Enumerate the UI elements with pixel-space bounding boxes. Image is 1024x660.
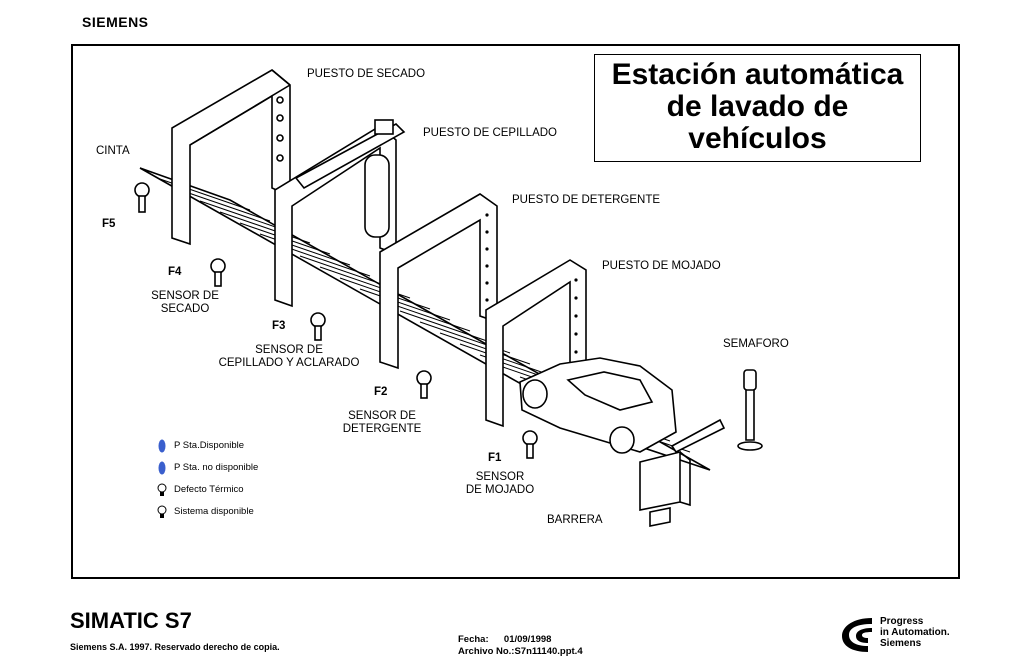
siemens-brand: SIEMENS <box>82 14 149 30</box>
title-line-2: de lavado de <box>666 90 849 123</box>
label-sensor-secado: SENSOR DE SECADO <box>140 290 230 316</box>
fecha-label: Fecha: <box>458 634 489 645</box>
label-sensor-secado-line-1: SENSOR DE <box>151 290 219 302</box>
label-sensor-detergente: SENSOR DE DETERGENTE <box>332 410 432 436</box>
blue-lamp-icon <box>158 461 166 475</box>
label-semaforo: SEMAFORO <box>723 338 789 350</box>
label-puesto-secado: PUESTO DE SECADO <box>307 68 426 80</box>
label-f5: F5 <box>102 218 116 230</box>
label-f3: F3 <box>272 320 286 332</box>
label-puesto-detergente: PUESTO DE DETERGENTE <box>512 194 661 206</box>
label-sensor-detergente-line-1: SENSOR DE <box>348 410 416 422</box>
blue-lamp-icon <box>158 439 166 453</box>
document-meta: Fecha: 01/09/1998 Archivo No.:S7n11140.p… <box>458 634 583 658</box>
slogan: Progress in Automation. Siemens <box>880 616 950 649</box>
copyright-text: Siemens S.A. 1997. Reservado derecho de … <box>70 642 280 652</box>
label-puesto-cepillado: PUESTO DE CEPILLADO <box>423 127 557 139</box>
legend-label: Defecto Térmico <box>174 484 244 495</box>
label-barrera: BARRERA <box>547 514 603 526</box>
label-sensor-detergente-line-2: DETERGENTE <box>342 423 422 435</box>
title-line-3: vehículos <box>688 122 827 155</box>
title-line-1: Estación automática <box>611 58 904 91</box>
label-sensor-cepillado-line-1: SENSOR DE <box>255 344 323 356</box>
label-f1: F1 <box>488 452 502 464</box>
label-f4: F4 <box>168 266 182 278</box>
legend-label: P Sta. no disponible <box>174 462 259 473</box>
fecha-row: Fecha: 01/09/1998 <box>458 634 583 646</box>
label-sensor-mojado-line-2: DE MOJADO <box>465 484 535 496</box>
label-puesto-mojado: PUESTO DE MOJADO <box>602 260 721 272</box>
siemens-swoosh-logo <box>842 618 872 652</box>
label-f2: F2 <box>374 386 388 398</box>
label-sensor-secado-line-2: SECADO <box>160 303 210 315</box>
label-sensor-mojado-line-1: SENSOR <box>475 471 525 483</box>
label-sensor-cepillado: SENSOR DE CEPILLADO Y ACLARADO <box>214 344 364 370</box>
diagram-title: Estación automática de lavado de vehícul… <box>594 54 921 162</box>
slogan-line-2: in Automation. <box>880 627 950 638</box>
bulb-icon <box>157 483 167 496</box>
label-cinta: CINTA <box>96 145 130 157</box>
slogan-line-1: Progress <box>880 616 924 627</box>
fecha-value: 01/09/1998 <box>503 634 552 645</box>
label-sensor-mojado: SENSOR DE MOJADO <box>452 471 548 497</box>
archivo-number: Archivo No.:S7n11140.ppt.4 <box>458 646 583 657</box>
legend-label: P Sta.Disponible <box>174 440 245 451</box>
slogan-line-3: Siemens <box>880 638 922 649</box>
product-title: SIMATIC S7 <box>70 608 192 633</box>
diagram-frame <box>71 44 960 579</box>
legend-label: Sistema disponible <box>174 506 254 517</box>
label-sensor-cepillado-line-2: CEPILLADO Y ACLARADO <box>218 357 360 369</box>
bulb-icon <box>157 505 167 518</box>
